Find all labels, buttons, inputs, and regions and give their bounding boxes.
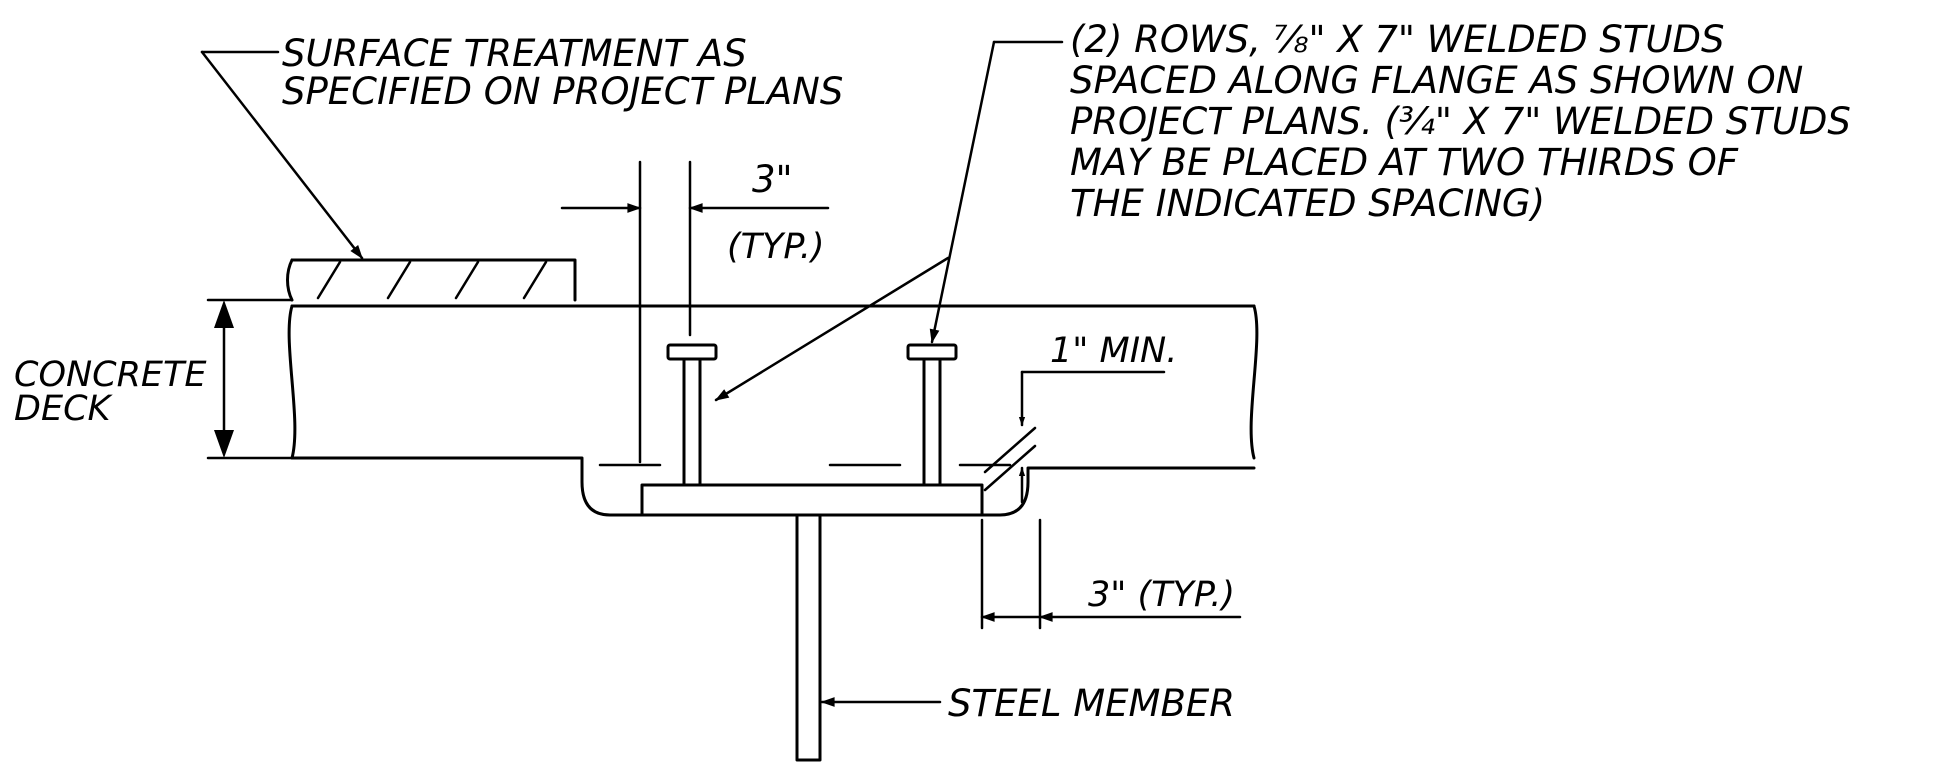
dim-3in-typ-bottom-label: 3" (TYP.) bbox=[1088, 575, 1235, 615]
studs-note-line5: THE INDICATED SPACING) bbox=[1070, 182, 1545, 225]
concrete-deck-label-line2: DECK bbox=[14, 389, 114, 429]
dimension-1in-min bbox=[983, 370, 1166, 504]
studs-note-line2: SPACED ALONG FLANGE AS SHOWN ON bbox=[1070, 59, 1803, 102]
welded-stud-right bbox=[906, 343, 958, 487]
concrete-deck-label-line1: CONCRETE bbox=[14, 355, 207, 395]
dim-3in-top-label: 3" bbox=[752, 158, 793, 201]
dim-typ-top-label: (TYP.) bbox=[727, 227, 824, 267]
surface-treatment-label-line2: SPECIFIED ON PROJECT PLANS bbox=[282, 70, 843, 113]
steel-web bbox=[795, 513, 822, 762]
min-1in-label: 1" MIN. bbox=[1050, 331, 1177, 371]
dimension-3in-bottom bbox=[980, 518, 1242, 630]
dimension-3in-top bbox=[560, 160, 830, 464]
leader-welded-studs bbox=[714, 40, 1064, 402]
studs-note-line4: MAY BE PLACED AT TWO THIRDS OF bbox=[1070, 141, 1739, 184]
welded-stud-left bbox=[666, 343, 718, 487]
studs-note-line3: PROJECT PLANS. (¾" X 7" WELDED STUDS bbox=[1070, 100, 1851, 143]
dimension-deck-thickness bbox=[206, 298, 294, 460]
surface-treatment-label-line1: SURFACE TREATMENT AS bbox=[282, 32, 747, 75]
surface-treatment-layer bbox=[286, 258, 577, 302]
studs-note-line1: (2) ROWS, ⅞" X 7" WELDED STUDS bbox=[1070, 18, 1725, 61]
steel-member-label: STEEL MEMBER bbox=[948, 682, 1235, 725]
top-flange bbox=[640, 483, 984, 517]
leader-surface-treatment bbox=[200, 50, 364, 260]
